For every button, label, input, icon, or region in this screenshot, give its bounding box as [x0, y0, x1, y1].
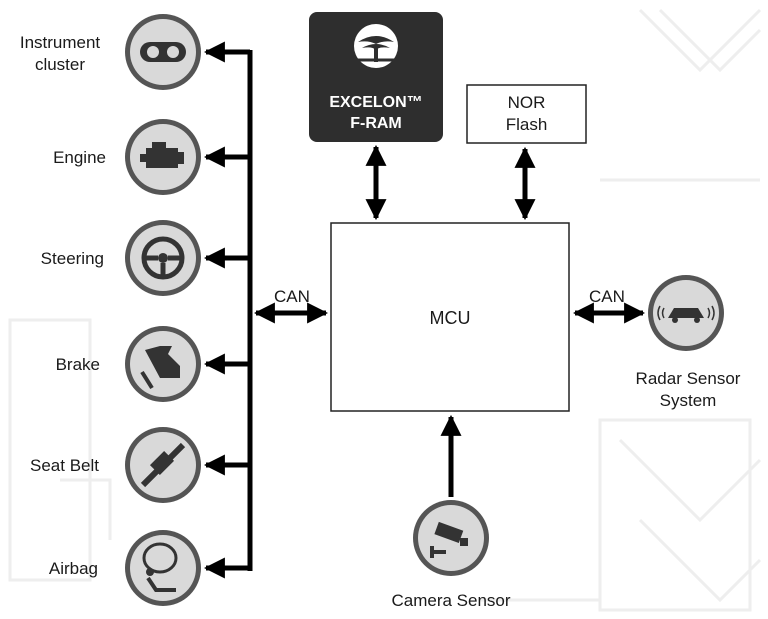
fram-logo-icon [354, 24, 398, 68]
bus-node-arrows [203, 41, 250, 579]
steering-wheel-icon [125, 220, 201, 296]
nor-label-line1: NOR [507, 93, 546, 112]
nor-flash-box [466, 84, 587, 144]
node-label-engine: Engine [53, 148, 106, 167]
nor-label-line2: Flash [505, 115, 548, 134]
node-label-instrument-cluster: Instrument cluster [19, 33, 101, 74]
background-watermark [8, 8, 762, 612]
mcu-box [330, 222, 570, 412]
node-label-airbag: Airbag [48, 559, 98, 578]
instrument-cluster-icon [125, 14, 201, 90]
mcu-label: MCU [429, 308, 471, 328]
left-node-icons [125, 14, 201, 606]
fram-label-line1: EXCELON™ [329, 94, 423, 111]
engine-icon [125, 119, 201, 195]
radar-label: Radar Sensor System [635, 369, 741, 410]
camera-sensor-icon [413, 500, 489, 576]
radar-sensor-icon [648, 275, 724, 351]
airbag-icon [125, 530, 201, 606]
brake-pedal-icon [125, 326, 201, 402]
node-label-steering: Steering [40, 249, 104, 268]
camera-label: Camera Sensor [391, 591, 511, 610]
can-label-left: CAN [274, 287, 310, 306]
node-label-brake: Brake [55, 355, 100, 374]
seat-belt-icon [125, 427, 201, 503]
fram-label-line2: F-RAM [350, 115, 402, 132]
can-label-right: CAN [589, 287, 625, 306]
node-label-seat-belt: Seat Belt [30, 456, 99, 475]
fram-box [309, 12, 443, 142]
